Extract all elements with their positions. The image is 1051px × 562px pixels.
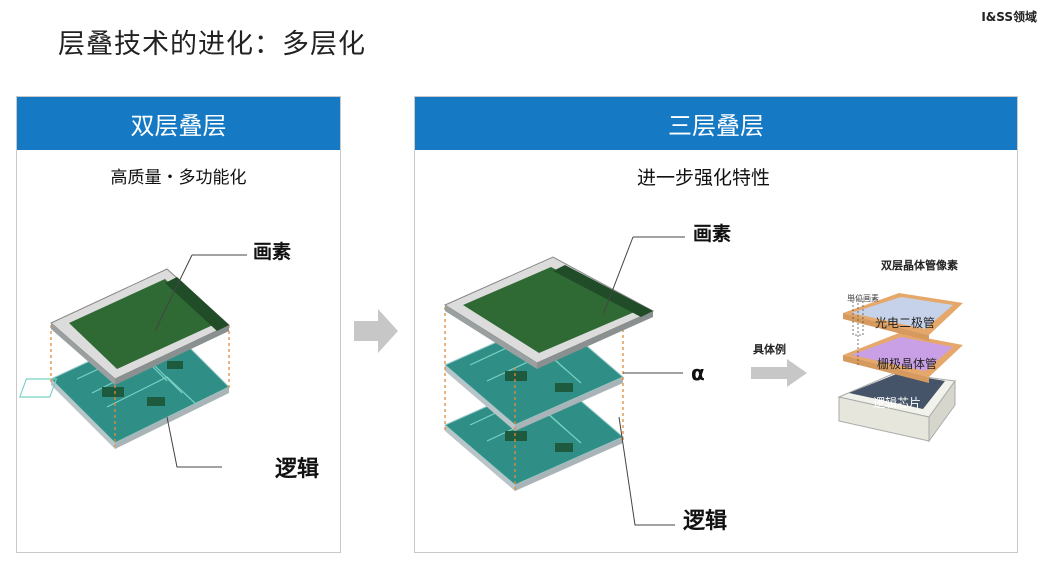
right-panel: 三层叠层 进一步强化特性	[414, 96, 1018, 553]
brand-label: I&SS领域	[981, 10, 1037, 24]
pixel-example-diagram	[837, 293, 963, 443]
right-label-pixel: 画素	[693, 223, 732, 245]
logic-layer-bottom	[18, 324, 230, 449]
left-label-pixel: 画素	[253, 241, 292, 263]
leader-line-pixel	[154, 254, 193, 332]
right-label-alpha: α	[691, 361, 705, 385]
example-arrow-icon	[751, 359, 807, 387]
leader-line-pixel	[602, 236, 634, 316]
arrow-right-icon	[354, 309, 398, 353]
pixel-layer-top	[50, 268, 230, 385]
right-panel-subtitle: 进一步强化特性	[637, 167, 771, 189]
gate-transistor-label: 栅极晶体管	[877, 357, 938, 371]
three-layer-stack-illustration	[443, 236, 963, 526]
unit-pixel-label: 単位画素	[847, 294, 879, 303]
left-panel-header: 双层叠层	[17, 97, 340, 150]
pixel-layer-top	[443, 256, 655, 369]
leader-line-logic	[618, 416, 675, 526]
leader-line-logic	[166, 416, 222, 468]
page-title: 层叠技术的进化：多层化	[58, 29, 366, 60]
right-label-logic: 逻辑	[683, 509, 728, 534]
logic-chip-label: 逻辑芯片	[873, 396, 922, 410]
right-panel-header: 三层叠层	[415, 97, 1017, 150]
two-layer-stack-illustration	[18, 254, 247, 468]
photodiode-label: 光电二极管	[875, 316, 936, 330]
left-panel-subtitle: 高质量・多功能化	[110, 168, 247, 188]
example-label: 具体例	[753, 343, 786, 356]
left-label-logic: 逻辑	[275, 457, 320, 482]
pixel-diagram-title: 双层晶体管像素	[881, 259, 958, 272]
left-panel: 双层叠层 高质量・多功能化	[16, 96, 341, 553]
